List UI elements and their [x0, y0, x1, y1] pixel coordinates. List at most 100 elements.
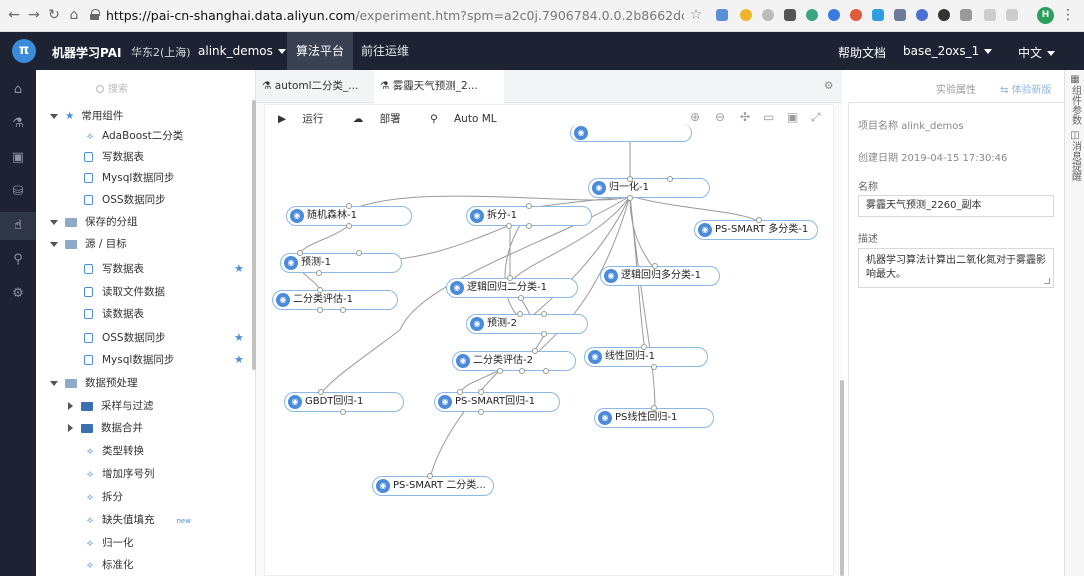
node-linear-regression-1[interactable]: ◉线性回归-1: [584, 347, 708, 367]
partial-node-top[interactable]: ◉: [570, 124, 692, 142]
extension-icon[interactable]: [806, 9, 818, 21]
node-port[interactable]: [346, 203, 352, 209]
node-port[interactable]: [541, 311, 547, 317]
extension-icon[interactable]: [784, 9, 796, 21]
node-binary-eval-2[interactable]: ◉二分类评估-2: [452, 351, 576, 371]
list-item[interactable]: ⟡类型转换: [84, 443, 144, 459]
messages-tab[interactable]: ◫消息提醒: [1069, 130, 1081, 184]
automl-button[interactable]: ⚲ Auto ML: [430, 113, 510, 125]
node-port[interactable]: [318, 389, 324, 395]
extension-icon[interactable]: [716, 9, 728, 21]
node-ps-smart-multiclass-1[interactable]: ◉PS-SMART 多分类-1: [694, 220, 818, 240]
extension-icon[interactable]: [894, 9, 906, 21]
resize-handle-icon[interactable]: [1044, 278, 1050, 284]
home-icon[interactable]: ⌂: [69, 7, 79, 23]
project-selector[interactable]: alink_demos: [198, 44, 286, 58]
component-params-tab[interactable]: ▦组件参数: [1069, 74, 1081, 128]
group-source-target[interactable]: 源 / 目标: [50, 236, 127, 252]
browser-menu-icon[interactable]: ⋮: [1061, 7, 1075, 23]
run-button[interactable]: ▶ 运行: [278, 113, 336, 125]
extension-icon[interactable]: [762, 9, 774, 21]
node-port[interactable]: [519, 368, 525, 374]
zoom-in-icon[interactable]: ⊕: [690, 110, 701, 124]
node-port[interactable]: [651, 405, 657, 411]
node-normalize-1[interactable]: ◉归一化-1: [588, 178, 710, 198]
node-port[interactable]: [427, 473, 433, 479]
list-item[interactable]: 读数据表: [84, 306, 144, 322]
node-predict-2[interactable]: ◉预测-2: [466, 314, 588, 334]
extension-icon[interactable]: [916, 9, 928, 21]
node-logistic-binary-1[interactable]: ◉逻辑回归二分类-1: [446, 278, 578, 298]
node-port[interactable]: [297, 250, 303, 256]
node-port[interactable]: [518, 295, 524, 301]
favorite-star-icon[interactable]: ★: [234, 331, 244, 344]
experiment-canvas[interactable]: [264, 104, 834, 576]
node-port[interactable]: [641, 344, 647, 350]
deploy-button[interactable]: ☁ 部署: [353, 113, 414, 125]
tab-haze-forecast[interactable]: ⚗ 雾霾天气预测_2...: [374, 70, 504, 103]
extension-icon[interactable]: [938, 9, 950, 21]
experiment-description-textarea[interactable]: 机器学习算法计算出二氧化氮对于雾霾影响最大。: [858, 248, 1054, 288]
node-predict-1[interactable]: ◉预测-1: [280, 253, 402, 273]
node-port[interactable]: [627, 195, 633, 201]
extension-icon[interactable]: [850, 9, 862, 21]
node-ps-smart-regression-1[interactable]: ◉PS-SMART回归-1: [434, 392, 560, 412]
canvas-scrollbar[interactable]: [840, 380, 844, 576]
node-port[interactable]: [532, 348, 538, 354]
list-item[interactable]: ⟡归一化: [84, 535, 134, 551]
node-port[interactable]: [543, 368, 549, 374]
components-icon[interactable]: ☝: [0, 212, 36, 240]
back-icon[interactable]: ←: [8, 7, 20, 23]
favorite-star-icon[interactable]: ★: [234, 353, 244, 366]
list-item[interactable]: Mysql数据同步: [84, 352, 174, 368]
language-selector[interactable]: 中文: [1018, 44, 1056, 61]
list-item[interactable]: 写数据表: [84, 261, 144, 277]
node-port[interactable]: [526, 203, 532, 209]
extension-icon[interactable]: [960, 9, 972, 21]
group-common[interactable]: ★常用组件: [50, 108, 123, 124]
extension-icon[interactable]: [1006, 9, 1018, 21]
profile-avatar[interactable]: H: [1037, 7, 1054, 24]
node-port[interactable]: [652, 263, 658, 269]
favorite-star-icon[interactable]: ★: [234, 262, 244, 275]
group-preprocess[interactable]: 数据预处理: [50, 375, 138, 391]
node-port[interactable]: [457, 389, 463, 395]
folder-merge[interactable]: 数据合并: [68, 420, 143, 436]
reload-icon[interactable]: ↻: [48, 7, 60, 23]
node-binary-eval-1[interactable]: ◉二分类评估-1: [272, 290, 398, 310]
list-item[interactable]: OSS数据同步: [84, 330, 166, 346]
tab-automl[interactable]: ⚗ automl二分类_...: [256, 70, 364, 103]
node-port[interactable]: [517, 311, 523, 317]
extension-icon[interactable]: [828, 9, 840, 21]
settings-icon[interactable]: ⚙: [824, 80, 834, 92]
list-item[interactable]: 写数据表: [84, 149, 144, 165]
list-item[interactable]: 读取文件数据: [84, 284, 165, 300]
node-port[interactable]: [541, 331, 547, 337]
node-port[interactable]: [346, 223, 352, 229]
zoom-out-icon[interactable]: ⊖: [715, 110, 726, 124]
node-port[interactable]: [478, 409, 484, 415]
node-ps-smart-binary[interactable]: ◉PS-SMART 二分类...: [372, 476, 494, 496]
tab-experiment-properties[interactable]: 实验属性: [936, 85, 976, 96]
component-search-input[interactable]: 搜索: [96, 80, 186, 95]
list-item[interactable]: ⟡标准化: [84, 557, 134, 573]
extension-icon[interactable]: [984, 9, 996, 21]
node-port[interactable]: [340, 307, 346, 313]
node-ps-linear-regression-1[interactable]: ◉PS线性回归-1: [594, 408, 714, 428]
list-item[interactable]: Mysql数据同步: [84, 170, 174, 186]
list-item[interactable]: ⟡拆分: [84, 489, 123, 505]
node-port[interactable]: [526, 223, 532, 229]
model-icon[interactable]: ⚲: [13, 252, 23, 267]
workspace-selector[interactable]: base_2oxs_1: [903, 44, 993, 58]
address-bar[interactable]: https://pai-cn-shanghai.data.aliyun.com/…: [106, 8, 684, 23]
node-port[interactable]: [497, 368, 503, 374]
sidebar-scrollbar[interactable]: [252, 100, 256, 370]
folder-sampling[interactable]: 采样与过滤: [68, 398, 154, 414]
extension-icon[interactable]: [740, 9, 752, 21]
node-port[interactable]: [340, 409, 346, 415]
home-icon[interactable]: ⌂: [13, 82, 23, 97]
nav-operations[interactable]: 前往运维: [361, 44, 410, 58]
bookmark-star-icon[interactable]: ☆: [689, 7, 703, 23]
node-port[interactable]: [316, 270, 322, 276]
forward-icon[interactable]: →: [28, 7, 40, 23]
